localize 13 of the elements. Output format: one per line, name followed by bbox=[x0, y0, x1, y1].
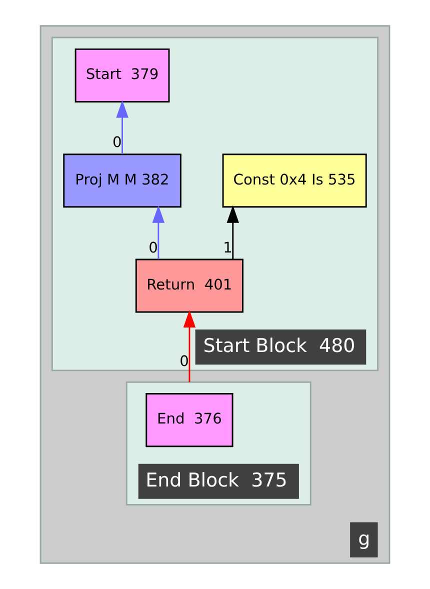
node-box: Proj M M 382 bbox=[63, 154, 182, 208]
edge-label: 0 bbox=[148, 239, 158, 256]
edge-label: 1 bbox=[223, 239, 232, 256]
arrow bbox=[152, 205, 165, 260]
node-box: Start 379 bbox=[74, 48, 170, 102]
node-box: End 376 bbox=[146, 393, 234, 448]
arrow bbox=[116, 100, 128, 154]
edge-label: 0 bbox=[112, 134, 122, 152]
arrow bbox=[183, 310, 196, 382]
arrow bbox=[226, 205, 240, 260]
edge-label: 0 bbox=[180, 353, 189, 370]
node-box: Const 0x4 Is 535 bbox=[222, 154, 367, 208]
node-box: Return 401 bbox=[135, 258, 244, 313]
